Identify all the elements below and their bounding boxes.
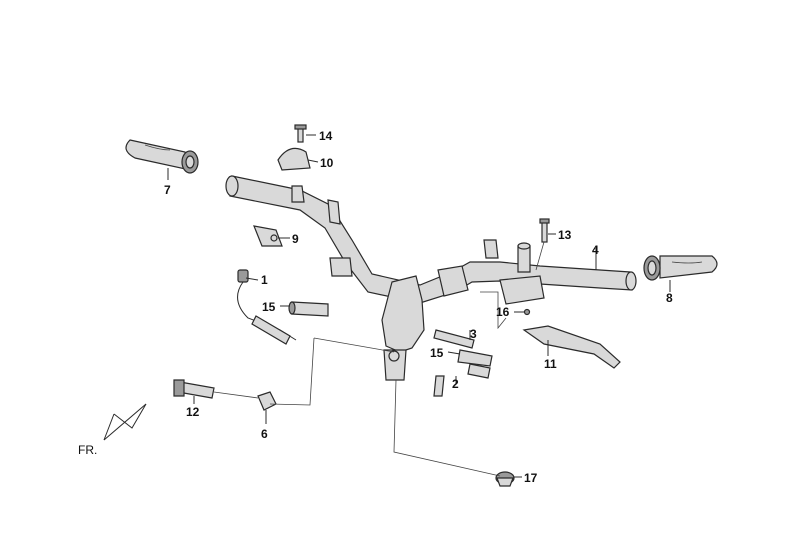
leader-line-d: [393, 379, 501, 477]
clamp-cap-10: [277, 147, 311, 171]
callout-16: 16: [496, 305, 510, 319]
cable-adjuster: [251, 315, 291, 345]
callout-9: 9: [292, 232, 299, 246]
callout-17: 17: [524, 471, 538, 485]
bolt-3: [433, 329, 475, 349]
callout-4: 4: [592, 243, 599, 257]
callout-11: 11: [544, 357, 557, 371]
bracket-9: [253, 225, 283, 247]
callout-7: 7: [164, 183, 171, 197]
callout-10: 10: [320, 156, 334, 170]
front-direction-label: FR.: [78, 443, 97, 457]
callout-leaders: [167, 134, 671, 478]
bracket-16: [499, 275, 545, 316]
callout-2: 2: [452, 377, 459, 391]
right-grip: [643, 255, 718, 281]
leader-line-e: [480, 291, 507, 330]
throttle-cable: [237, 281, 297, 341]
leader-line-f: [535, 241, 545, 271]
callout-3: 3: [470, 327, 477, 341]
leader-line-a: [313, 337, 395, 353]
callout-8: 8: [666, 291, 673, 305]
leader-line-c: [213, 391, 259, 399]
left-grip: [125, 139, 199, 174]
callout-14: 14: [319, 129, 333, 143]
cap-17: [495, 471, 515, 487]
callout-1: 1: [261, 273, 268, 287]
screw-14: [294, 124, 307, 143]
leader-line-b: [269, 337, 315, 406]
callout-15-left: 15: [262, 300, 276, 314]
pin-15a: [288, 301, 329, 317]
handlebar-tube: [225, 175, 637, 381]
nut-6: [257, 391, 277, 411]
cable-end-1: [237, 269, 249, 283]
callout-12: 12: [186, 405, 200, 419]
brake-lever-11: [522, 325, 621, 369]
pin-15b: [457, 349, 493, 367]
bolt-12: [173, 379, 215, 399]
screw-13: [539, 218, 550, 243]
callout-15-right: 15: [430, 346, 444, 360]
callout-13: 13: [558, 228, 572, 242]
bolt-2: [433, 363, 491, 397]
callout-6: 6: [261, 427, 268, 441]
front-direction-arrow-icon: [103, 403, 147, 441]
